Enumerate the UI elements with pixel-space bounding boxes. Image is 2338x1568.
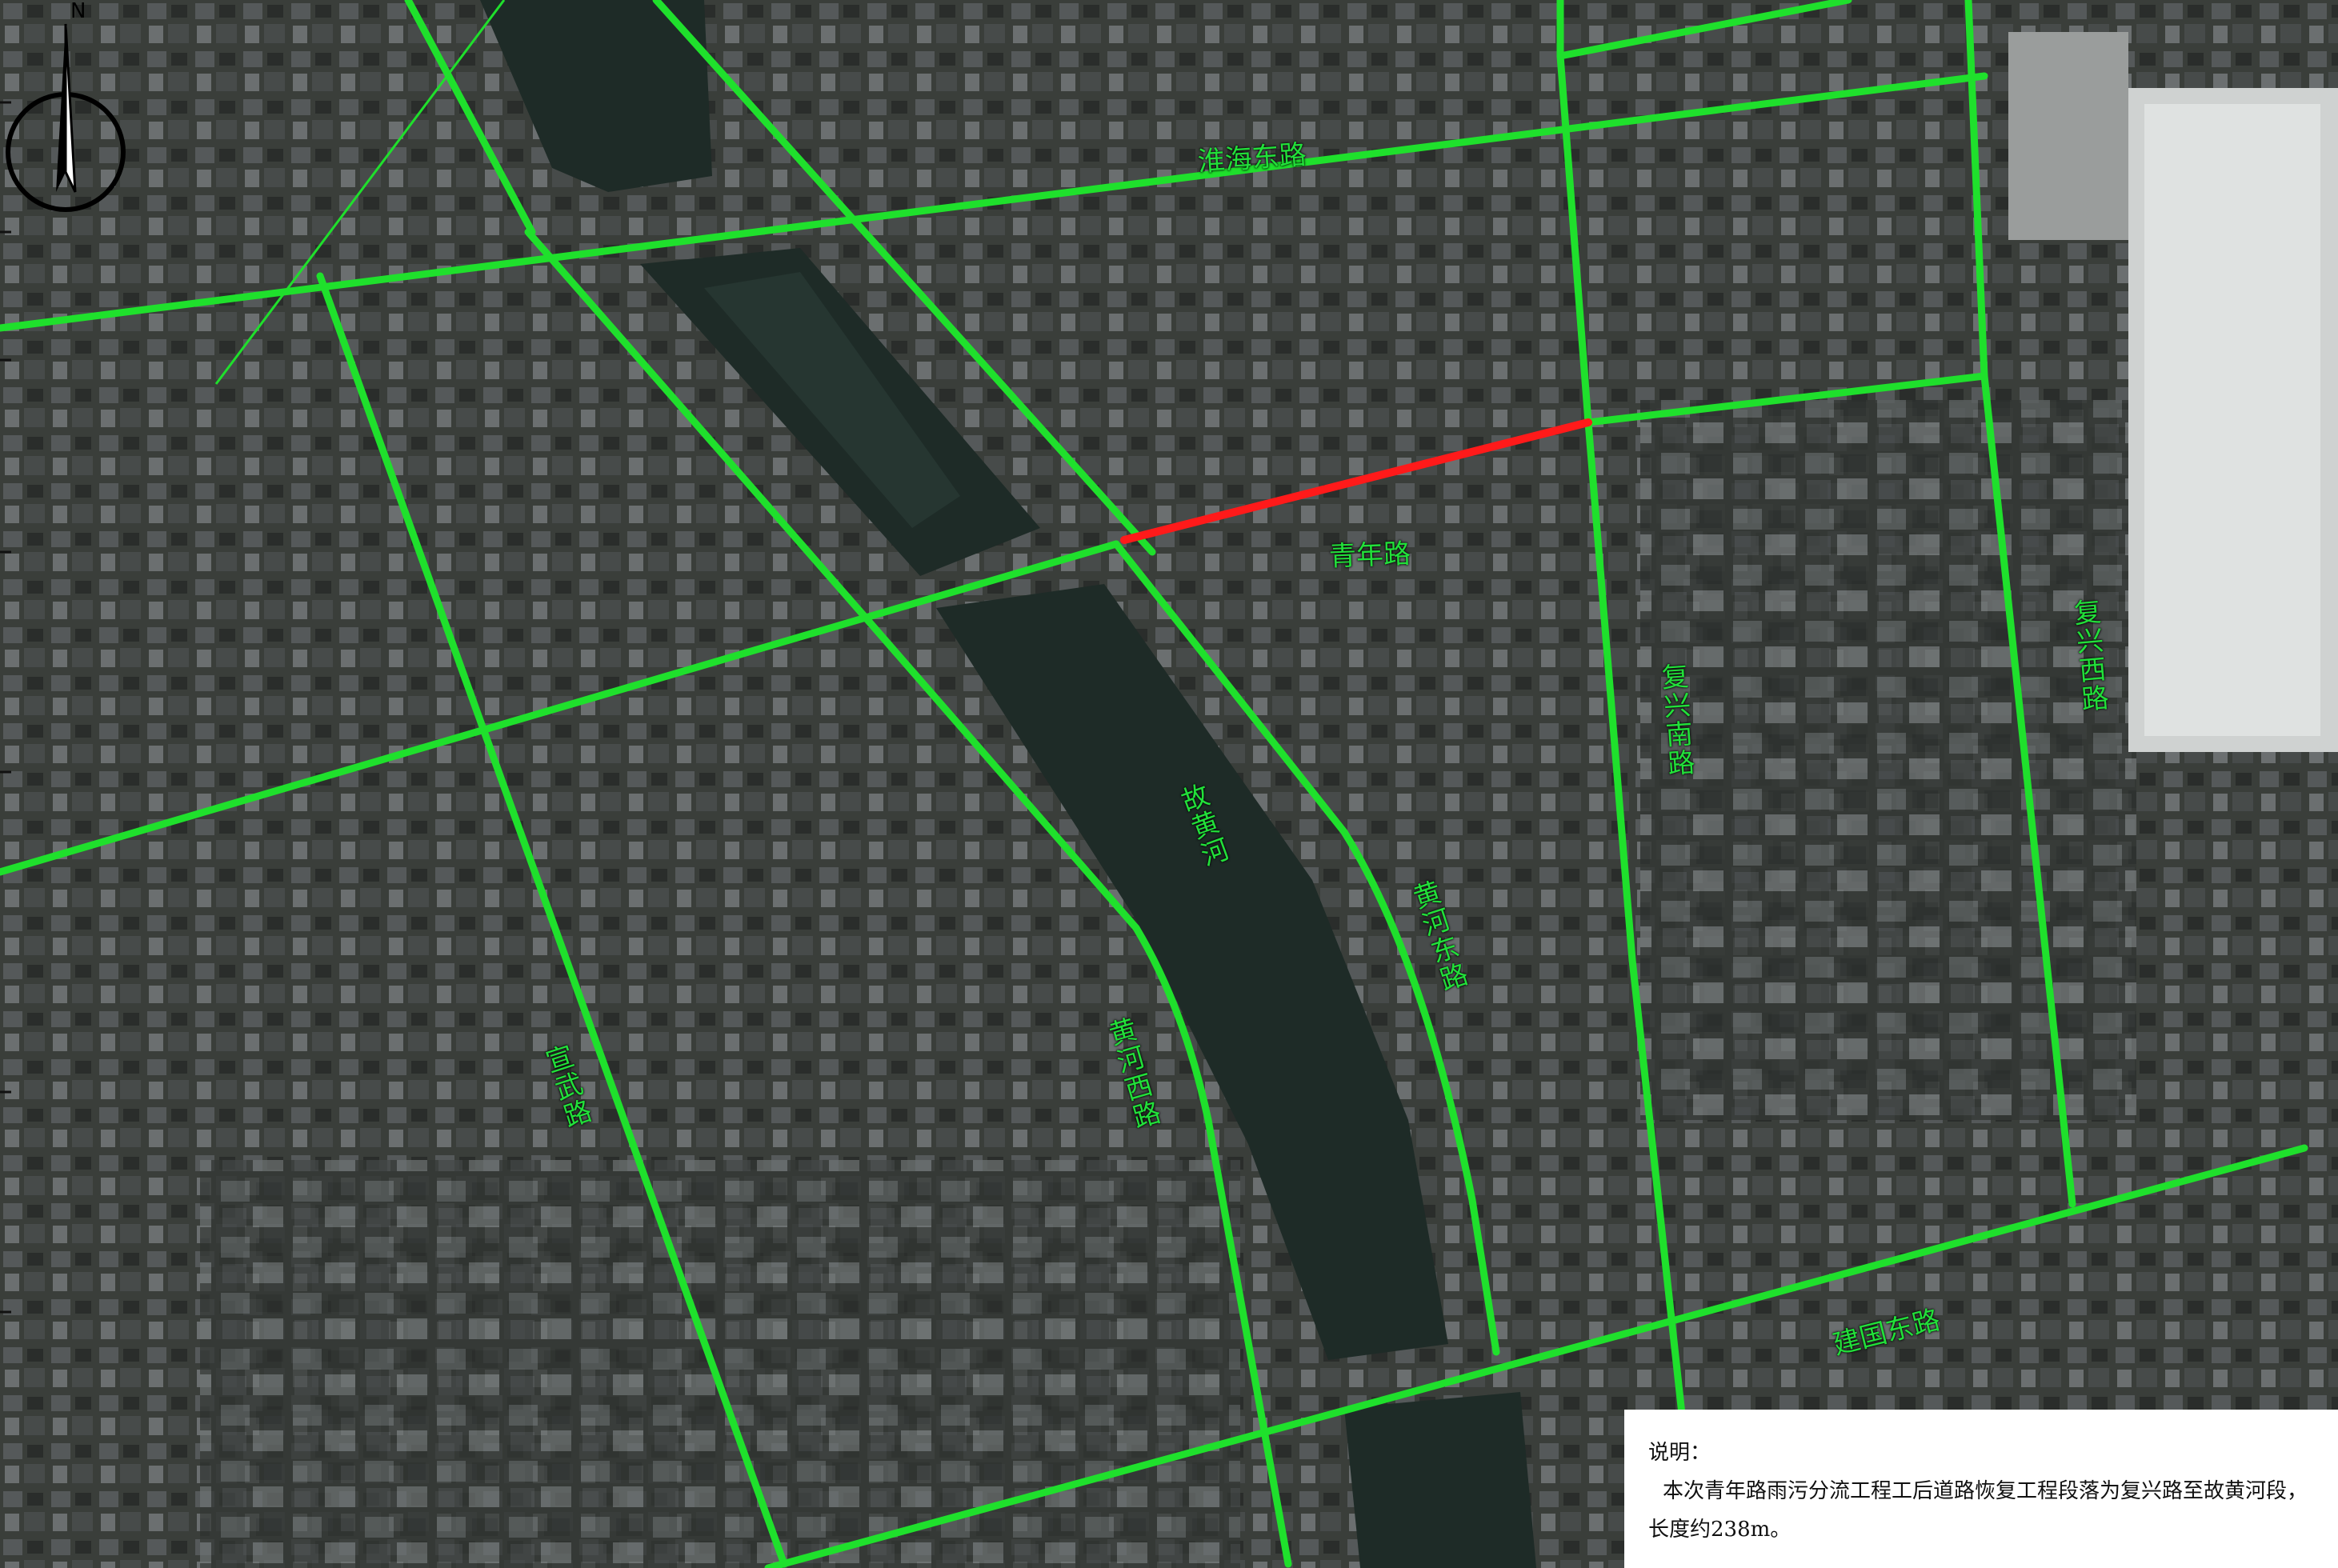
road-label-huaihai-east: 淮海东路 bbox=[1196, 138, 1308, 178]
river-north bbox=[480, 0, 712, 192]
map-frame-ticks bbox=[0, 101, 11, 1314]
north-arrow-icon: N bbox=[6, 0, 126, 212]
map-note-box: 说明： 本次青年路雨污分流工程工后道路恢复工程段落为复兴路至故黄河段， 长度约2… bbox=[1624, 1410, 2338, 1568]
note-length: 长度约238m。 bbox=[1648, 1518, 1792, 1542]
station-building bbox=[2008, 32, 2128, 240]
road-label-fuxing-south: 复兴南路 bbox=[1655, 661, 1695, 779]
road-label-qingnian: 青年路 bbox=[1328, 538, 1411, 573]
city-blocks-east bbox=[1640, 400, 2136, 1120]
river-south bbox=[936, 584, 1448, 1360]
city-blocks-south bbox=[200, 1160, 1240, 1568]
note-body: 本次青年路雨污分流工程工后道路恢复工程段落为复兴路至故黄河段， bbox=[1663, 1479, 2308, 1503]
river-bottom bbox=[1344, 1392, 1536, 1568]
north-label: N bbox=[70, 0, 86, 23]
note-title: 说明： bbox=[1648, 1441, 1711, 1465]
thin-diagonal-road bbox=[214, 0, 506, 385]
target-road-segment bbox=[1120, 418, 1592, 544]
